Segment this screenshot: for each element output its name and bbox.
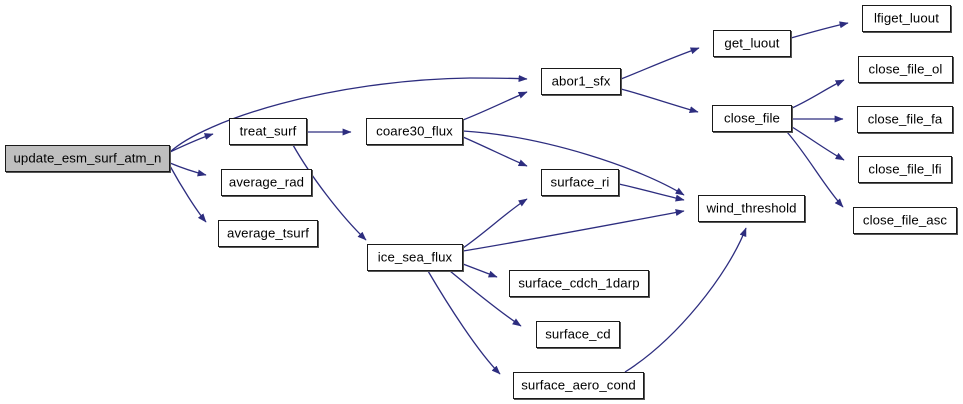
edge-surface_ri-to-wind_threshold bbox=[618, 183, 685, 202]
node-close_file_ol[interactable]: close_file_ol bbox=[858, 56, 953, 83]
edge-abor1_sfx-to-get_luout bbox=[620, 47, 700, 80]
node-average_rad[interactable]: average_rad bbox=[221, 169, 312, 196]
node-label-surface_aero_cond: surface_aero_cond bbox=[521, 377, 636, 393]
node-label-treat_surf: treat_surf bbox=[239, 123, 297, 139]
node-average_tsurf[interactable]: average_tsurf bbox=[218, 220, 318, 247]
node-surface_aero_cond[interactable]: surface_aero_cond bbox=[513, 372, 644, 399]
edge-ice_sea_flux-to-wind_threshold bbox=[462, 209, 685, 252]
node-label-close_file_ol: close_file_ol bbox=[868, 61, 943, 77]
edge-update_esm_surf_atm_n-to-average_rad bbox=[169, 162, 207, 177]
node-label-close_file_fa: close_file_fa bbox=[867, 111, 943, 127]
node-label-abor1_sfx: abor1_sfx bbox=[551, 73, 611, 89]
edge-update_esm_surf_atm_n-to-abor1_sfx bbox=[169, 75, 528, 153]
node-close_file_asc[interactable]: close_file_asc bbox=[853, 207, 957, 234]
edge-abor1_sfx-to-close_file bbox=[620, 88, 699, 114]
edge-close_file-to-close_file_lfi bbox=[791, 126, 845, 161]
node-lfiget_luout[interactable]: lfiget_luout bbox=[862, 5, 951, 32]
edge-ice_sea_flux-to-surface_ri bbox=[462, 198, 528, 249]
node-coare30_flux[interactable]: coare30_flux bbox=[366, 118, 463, 145]
edge-close_file-to-close_file_ol bbox=[791, 79, 845, 109]
node-ice_sea_flux[interactable]: ice_sea_flux bbox=[367, 244, 463, 271]
node-abor1_sfx[interactable]: abor1_sfx bbox=[541, 68, 621, 95]
edge-get_luout-to-lfiget_luout bbox=[790, 21, 849, 39]
node-surface_cdch_1darp[interactable]: surface_cdch_1darp bbox=[509, 270, 649, 297]
edge-surface_aero_cond-to-wind_threshold bbox=[624, 227, 747, 373]
node-label-surface_cdch_1darp: surface_cdch_1darp bbox=[518, 275, 640, 291]
node-close_file_fa[interactable]: close_file_fa bbox=[857, 106, 953, 133]
node-label-wind_threshold: wind_threshold bbox=[706, 200, 797, 216]
edge-update_esm_surf_atm_n-to-treat_surf bbox=[169, 133, 214, 153]
node-treat_surf[interactable]: treat_surf bbox=[229, 118, 307, 145]
node-label-close_file_asc: close_file_asc bbox=[862, 212, 948, 228]
node-label-average_rad: average_rad bbox=[228, 174, 305, 190]
edge-coare30_flux-to-surface_ri bbox=[462, 136, 528, 167]
node-get_luout[interactable]: get_luout bbox=[713, 30, 791, 57]
edge-update_esm_surf_atm_n-to-average_tsurf bbox=[169, 165, 207, 223]
node-label-close_file: close_file bbox=[724, 110, 780, 126]
edge-coare30_flux-to-abor1_sfx bbox=[462, 91, 528, 121]
node-surface_cd[interactable]: surface_cd bbox=[536, 321, 620, 348]
node-wind_threshold[interactable]: wind_threshold bbox=[698, 195, 805, 222]
node-label-surface_ri: surface_ri bbox=[550, 174, 610, 190]
edge-ice_sea_flux-to-surface_cdch_1darp bbox=[462, 263, 498, 278]
node-label-coare30_flux: coare30_flux bbox=[376, 123, 453, 139]
node-close_file[interactable]: close_file bbox=[712, 105, 792, 132]
node-label-get_luout: get_luout bbox=[724, 35, 780, 51]
node-update_esm_surf_atm_n[interactable]: update_esm_surf_atm_n bbox=[5, 145, 170, 172]
node-label-close_file_lfi: close_file_lfi bbox=[868, 161, 942, 177]
node-close_file_lfi[interactable]: close_file_lfi bbox=[858, 156, 952, 183]
node-label-surface_cd: surface_cd bbox=[545, 326, 611, 342]
node-surface_ri[interactable]: surface_ri bbox=[541, 169, 619, 196]
node-label-ice_sea_flux: ice_sea_flux bbox=[377, 249, 453, 265]
node-label-update_esm_surf_atm_n: update_esm_surf_atm_n bbox=[13, 150, 162, 166]
node-label-average_tsurf: average_tsurf bbox=[227, 225, 309, 241]
edge-ice_sea_flux-to-surface_aero_cond bbox=[427, 270, 501, 375]
node-label-lfiget_luout: lfiget_luout bbox=[874, 10, 939, 26]
